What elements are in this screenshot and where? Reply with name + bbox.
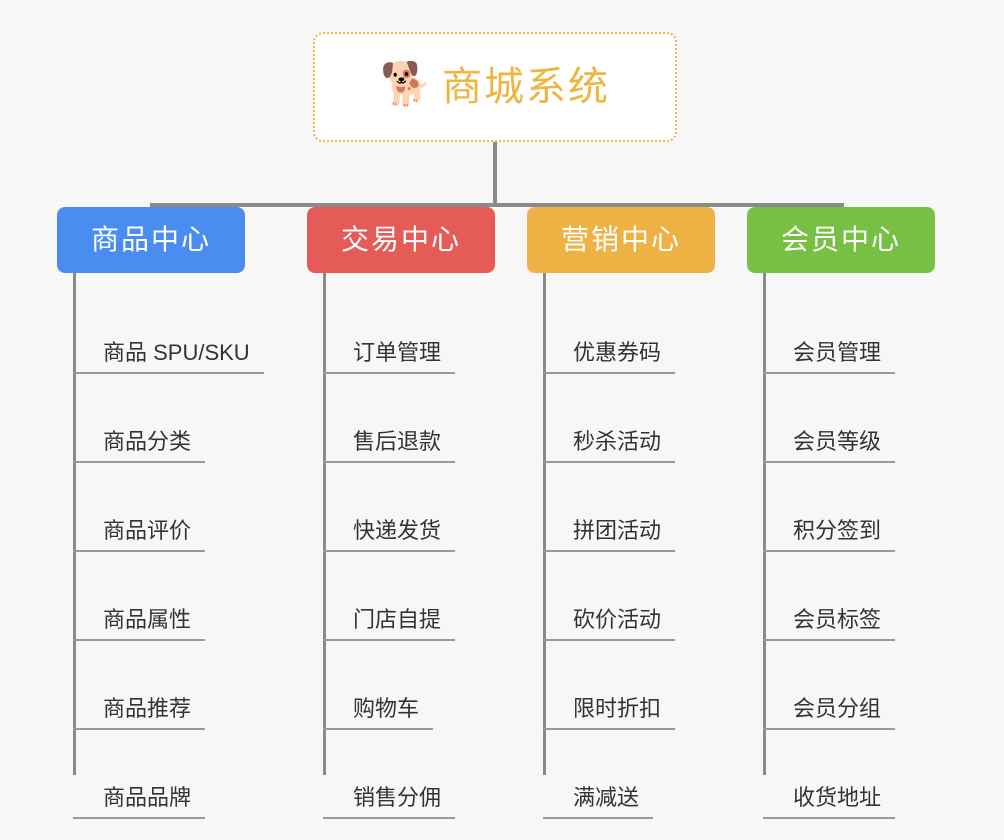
leaf-label: 会员等级 — [793, 428, 882, 454]
leaf-label: 门店自提 — [353, 606, 442, 632]
leaf-label: 商品评价 — [103, 517, 192, 543]
leaf-item[interactable]: 售后退款 — [323, 374, 527, 463]
leaf-label: 积分签到 — [793, 517, 882, 543]
leaf-item[interactable]: 收货地址 — [763, 730, 967, 819]
leaf-label: 商品推荐 — [103, 695, 192, 721]
leaf-item[interactable]: 会员分组 — [763, 641, 967, 730]
category-header-member[interactable]: 会员中心 — [747, 207, 935, 273]
leaf-item[interactable]: 秒杀活动 — [543, 374, 747, 463]
leaf-item[interactable]: 拼团活动 — [543, 463, 747, 552]
leaf-label: 商品品牌 — [103, 784, 192, 810]
column-trunk-line — [73, 273, 76, 775]
leaf-item[interactable]: 会员标签 — [763, 552, 967, 641]
leaf-item[interactable]: 商品品牌 — [73, 730, 277, 819]
leaf-item[interactable]: 限时折扣 — [543, 641, 747, 730]
leaf-item[interactable]: 会员等级 — [763, 374, 967, 463]
leaf-label: 砍价活动 — [573, 606, 662, 632]
leaf-label: 快递发货 — [353, 517, 442, 543]
leaf-label: 限时折扣 — [573, 695, 662, 721]
category-column-transaction: 交易中心 订单管理 售后退款 快递发货 门店自提 购物车 销售分佣 — [307, 207, 527, 819]
shiba-dog-face-icon: 🐕 — [380, 60, 433, 107]
category-header-label: 商品中心 — [90, 224, 211, 255]
leaf-list-product: 商品 SPU/SKU 商品分类 商品评价 商品属性 商品推荐 商品品牌 — [73, 273, 277, 819]
leaf-list-member: 会员管理 会员等级 积分签到 会员标签 会员分组 收货地址 — [763, 273, 967, 819]
leaf-list-marketing: 优惠券码 秒杀活动 拼团活动 砍价活动 限时折扣 满减送 — [543, 273, 747, 819]
category-column-product: 商品中心 商品 SPU/SKU 商品分类 商品评价 商品属性 商品推荐 商品品牌 — [57, 207, 277, 819]
category-header-marketing[interactable]: 营销中心 — [527, 207, 715, 273]
leaf-item[interactable]: 商品评价 — [73, 463, 277, 552]
leaf-label: 商品 SPU/SKU — [103, 339, 250, 365]
root-title: 商城系统 — [442, 65, 610, 109]
leaf-item[interactable]: 商品推荐 — [73, 641, 277, 730]
leaf-label: 会员分组 — [793, 695, 882, 721]
leaf-label: 会员标签 — [793, 606, 882, 632]
leaf-list-transaction: 订单管理 售后退款 快递发货 门店自提 购物车 销售分佣 — [323, 273, 527, 819]
leaf-label: 售后退款 — [353, 428, 442, 454]
leaf-item[interactable]: 门店自提 — [323, 552, 527, 641]
leaf-item[interactable]: 会员管理 — [763, 285, 967, 374]
leaf-item[interactable]: 优惠券码 — [543, 285, 747, 374]
leaf-item[interactable]: 砍价活动 — [543, 552, 747, 641]
leaf-label: 订单管理 — [353, 339, 442, 365]
leaf-label: 商品属性 — [103, 606, 192, 632]
column-trunk-line — [543, 273, 546, 775]
category-header-product[interactable]: 商品中心 — [57, 207, 245, 273]
connector-horizontal-bus — [150, 203, 844, 207]
leaf-item[interactable]: 商品 SPU/SKU — [73, 285, 277, 374]
leaf-item[interactable]: 积分签到 — [763, 463, 967, 552]
leaf-item[interactable]: 销售分佣 — [323, 730, 527, 819]
leaf-label: 销售分佣 — [353, 784, 442, 810]
connector-root-stem — [493, 142, 497, 206]
category-column-member: 会员中心 会员管理 会员等级 积分签到 会员标签 会员分组 收货地址 — [747, 207, 967, 819]
leaf-label: 购物车 — [353, 695, 420, 721]
category-header-label: 营销中心 — [560, 224, 681, 255]
category-header-label: 会员中心 — [780, 224, 901, 255]
leaf-item[interactable]: 商品分类 — [73, 374, 277, 463]
leaf-item[interactable]: 商品属性 — [73, 552, 277, 641]
leaf-item[interactable]: 购物车 — [323, 641, 527, 730]
leaf-item[interactable]: 订单管理 — [323, 285, 527, 374]
leaf-label: 收货地址 — [793, 784, 882, 810]
leaf-label: 拼团活动 — [573, 517, 662, 543]
category-header-label: 交易中心 — [340, 224, 461, 255]
category-header-transaction[interactable]: 交易中心 — [307, 207, 495, 273]
leaf-item[interactable]: 快递发货 — [323, 463, 527, 552]
leaf-label: 优惠券码 — [573, 339, 662, 365]
column-trunk-line — [763, 273, 766, 775]
leaf-label: 满减送 — [573, 784, 640, 810]
category-column-marketing: 营销中心 优惠券码 秒杀活动 拼团活动 砍价活动 限时折扣 满减送 — [527, 207, 747, 819]
leaf-label: 秒杀活动 — [573, 428, 662, 454]
leaf-item[interactable]: 满减送 — [543, 730, 747, 819]
leaf-label: 商品分类 — [103, 428, 192, 454]
root-node[interactable]: 🐕 商城系统 — [313, 32, 677, 142]
column-trunk-line — [323, 273, 326, 775]
leaf-label: 会员管理 — [793, 339, 882, 365]
